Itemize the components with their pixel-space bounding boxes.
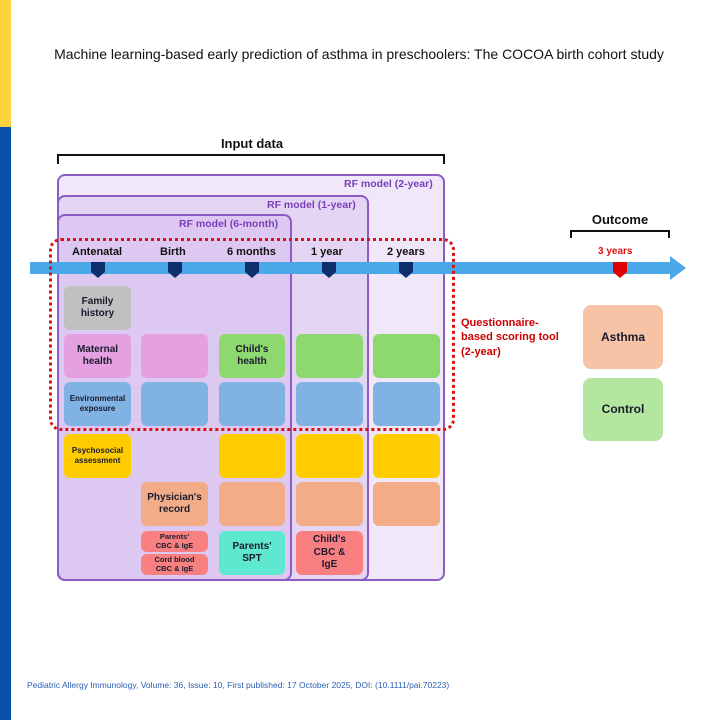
citation-footer: Pediatric Allergy Immunology, Volume: 36… (27, 680, 450, 690)
questionnaire-line-2: based scoring tool (461, 331, 559, 344)
timeline-marker-1-year (322, 262, 336, 278)
rf-model-1-year-label: RF model (1-year) (267, 199, 356, 211)
box-childs-cbc-ige: Child's CBC & IgE (296, 531, 363, 575)
box-childs-health-6-months: Child's health (219, 334, 285, 378)
box-psychosocial-6-months (219, 434, 285, 478)
box-parents-cbc-ige: Parents' CBC & IgE (141, 531, 208, 552)
box-psychosocial-assessment: Psychosocial assessment (64, 434, 131, 478)
rf-model-6-month-label: RF model (6-month) (179, 218, 279, 230)
box-parents-spt: Parents' SPT (219, 531, 285, 575)
timeline-arrow (30, 256, 686, 280)
timeline-label-1-year: 1 year (311, 246, 343, 258)
timeline-marker-3-years (613, 262, 627, 278)
box-environment-birth (141, 382, 208, 426)
questionnaire-line-1: Questionnaire- (461, 317, 539, 329)
timeline-label-birth: Birth (160, 246, 186, 258)
timeline-label-2-years: 2 years (387, 246, 425, 258)
figure-title: Machine learning-based early prediction … (54, 46, 664, 62)
box-record-6-months (219, 482, 285, 526)
box-physicians-record: Physician's record (141, 482, 208, 526)
box-health-1-year (296, 334, 363, 378)
rf-model-2-year-label: RF model (2-year) (344, 178, 433, 190)
questionnaire-scoring-region (49, 238, 455, 431)
timeline-marker-2-years (399, 262, 413, 278)
box-psychosocial-1-year (296, 434, 363, 478)
box-environment-6-months (219, 382, 285, 426)
outcome-bracket (570, 230, 670, 238)
timeline-marker-antenatal (91, 262, 105, 278)
box-environment-2-years (373, 382, 440, 426)
questionnaire-line-3: (2-year) (461, 345, 501, 358)
questionnaire-scoring-label: Questionnaire- based scoring tool (2-yea… (461, 316, 559, 359)
box-psychosocial-2-years (373, 434, 440, 478)
outcome-asthma: Asthma (583, 305, 663, 369)
timeline-label-antenatal: Antenatal (72, 246, 123, 258)
box-health-2-years (373, 334, 440, 378)
outcome-control: Control (583, 378, 663, 441)
box-environment-1-year (296, 382, 363, 426)
input-data-bracket (57, 154, 445, 164)
timeline-marker-birth (168, 262, 182, 278)
timeline-label-6-months: 6 months (227, 246, 276, 258)
left-accent-bar-blue (0, 127, 11, 720)
outcome-label: Outcome (591, 212, 649, 227)
timeline-marker-6-months (245, 262, 259, 278)
left-accent-bar-yellow (0, 0, 11, 127)
timeline-label-3-years: 3 years (598, 246, 633, 257)
box-cord-blood-cbc-ige: Cord blood CBC & IgE (141, 554, 208, 575)
box-maternal-health: Maternal health (64, 334, 131, 378)
input-data-label: Input data (220, 136, 284, 151)
box-record-1-year (296, 482, 363, 526)
box-record-2-years (373, 482, 440, 526)
box-environmental-exposure: Environmental exposure (64, 382, 131, 426)
box-family-history: Family history (64, 286, 131, 330)
box-health-birth (141, 334, 208, 378)
